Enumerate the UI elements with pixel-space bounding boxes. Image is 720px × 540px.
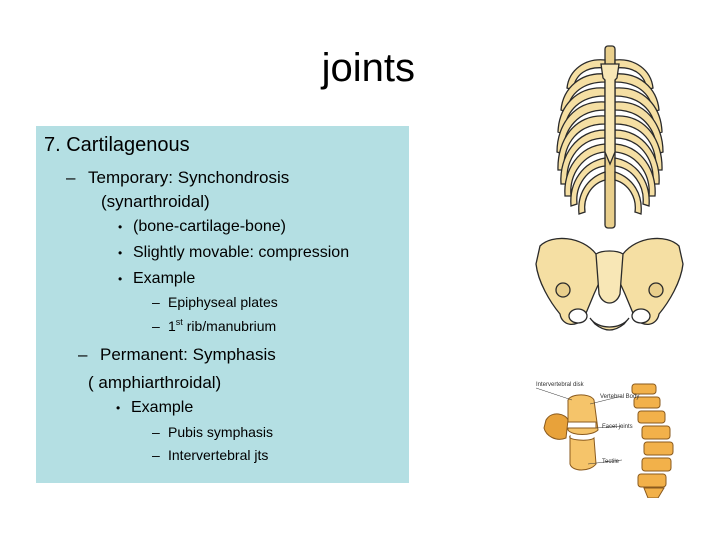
pelvis-illustration — [535, 237, 684, 331]
spine-label-facet: Facet joints — [602, 424, 633, 430]
dash-marker: – — [152, 447, 160, 463]
spine-label-bottom: Tectile — [602, 459, 620, 465]
spine-label-disk: Intervertebral disk — [536, 382, 584, 388]
bullet-item: •(bone-cartilage-bone) — [118, 218, 286, 235]
spine-drawing — [535, 383, 674, 499]
permanent-item: –Permanent: Symphasis — [78, 343, 276, 366]
dash-marker: – — [78, 345, 88, 364]
dot-marker: • — [118, 220, 123, 234]
temporary-label: Temporary: Synchondrosis — [88, 168, 290, 187]
temporary-item: –Temporary: Synchondrosis — [66, 166, 289, 189]
permanent-label: Permanent: Symphasis — [100, 345, 276, 364]
permanent-label-cont: ( amphiarthroidal) — [88, 373, 222, 392]
temporary-label-cont: (synarthroidal) — [101, 192, 210, 211]
dash-marker: – — [66, 168, 76, 187]
rib-cage-illustration — [556, 45, 664, 229]
section-heading: 7. Cartilagenous — [44, 134, 190, 156]
spine-illustration: Intervertebral disk Vertebral Body Facet… — [532, 380, 692, 499]
sub-example: –Pubis symphasis — [152, 424, 274, 440]
sub-example: –Epiphyseal plates — [152, 294, 278, 310]
sub-example: –1st rib/manubrium — [152, 317, 277, 335]
dash-marker: – — [152, 424, 160, 440]
bullet-item: •Example — [116, 399, 194, 416]
slide-title: joints — [321, 46, 415, 90]
dot-marker: • — [116, 401, 121, 415]
bullet-item: •Slightly movable: compression — [118, 244, 350, 261]
sub-example: –Intervertebral jts — [152, 447, 269, 463]
dot-marker: • — [118, 272, 123, 286]
dash-marker: – — [152, 318, 160, 334]
spine-label-body: Vertebral Body — [600, 394, 640, 400]
bullet-item: •Example — [118, 270, 196, 287]
dot-marker: • — [118, 246, 123, 260]
dash-marker: – — [152, 294, 160, 310]
content-box: 7. Cartilagenous –Temporary: Synchondros… — [36, 126, 409, 483]
